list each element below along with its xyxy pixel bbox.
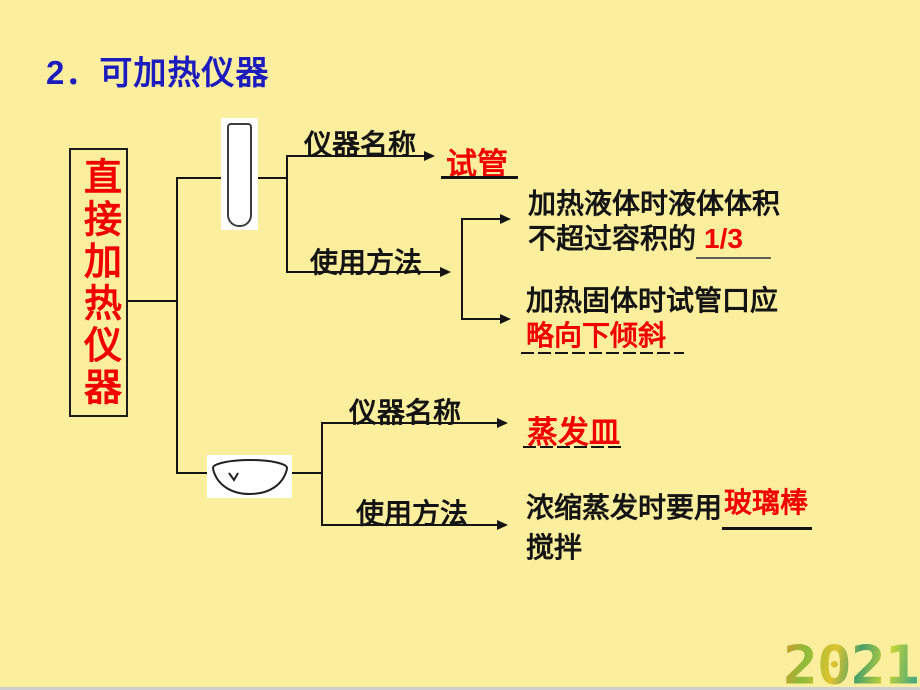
root-node-label: 直接加热仪器 [77, 156, 120, 409]
tube-usage2-text: 加热固体时试管口应 略向下倾斜 [526, 283, 778, 353]
tube-usage2-line1: 加热固体时试管口应 [526, 285, 779, 316]
tube-usage2-underline [521, 352, 684, 354]
arrow-tube-usage-2 [463, 318, 500, 320]
tube-instrument-label: 仪器名称 [304, 129, 417, 160]
connector-main-vertical [176, 177, 178, 474]
arrow-tube-usage [288, 271, 440, 273]
evaporating-dish-icon [212, 459, 288, 496]
connector-to-dish [176, 472, 208, 474]
tube-answer-underline [441, 176, 518, 179]
connector-dish-out [292, 472, 323, 474]
tube-usage1-answer: 1/3 [704, 223, 743, 254]
arrow-tube-usage-1 [463, 218, 500, 220]
blank-underline: 1/3 [696, 221, 771, 259]
test-tube-icon [227, 123, 252, 227]
dish-answer-underline [523, 446, 625, 448]
slide-title: 2．可加热仪器 [46, 54, 270, 91]
tube-usage2-answer: 略向下倾斜 [526, 320, 667, 351]
dish-usage-line1: 浓缩蒸发时要用玻璃棒 [526, 487, 813, 530]
dish-usage-answer: 玻璃棒 [724, 487, 809, 518]
dish-usage-text: 浓缩蒸发时要用玻璃棒 搅拌 [526, 487, 813, 565]
evaporating-dish-card [207, 455, 292, 498]
dish-instrument-answer: 蒸发皿 [527, 415, 620, 450]
arrow-dish-usage [323, 524, 497, 526]
bottom-edge-strip [0, 687, 920, 690]
bracket-dish [321, 422, 323, 526]
arrow-tube-name [288, 155, 424, 157]
connector-tube-out [258, 177, 288, 179]
connector-root-out [128, 300, 178, 302]
arrow-dish-name [323, 422, 497, 424]
bracket-tube [286, 155, 288, 273]
tube-usage1-line1: 加热液体时液体体积 [528, 188, 781, 219]
dish-instrument-label: 仪器名称 [349, 397, 462, 428]
bracket-tube-usage [461, 218, 463, 320]
glass-rod-blank: 玻璃棒 [722, 487, 813, 530]
dish-usage-label: 使用方法 [356, 498, 469, 529]
root-node-box: 直接加热仪器 [69, 148, 128, 417]
watermark-2021: 2021 [783, 634, 920, 690]
connector-to-tube [178, 177, 222, 179]
tube-usage-label: 使用方法 [310, 247, 423, 278]
dish-usage-line2: 搅拌 [526, 532, 583, 563]
